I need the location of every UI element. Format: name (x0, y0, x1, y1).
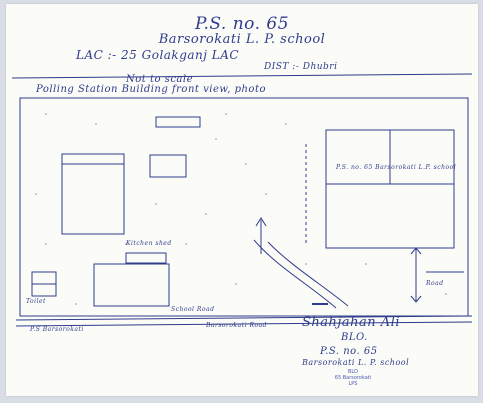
stamp-line-2: 65 Barsorokati (334, 375, 372, 381)
footer-school: Barsorokati L. P. school (302, 358, 410, 367)
stamp-line-1: BLO (348, 369, 358, 375)
ps-number-heading: P.S. no. 65 (194, 14, 290, 34)
path-line-1 (253, 239, 337, 309)
road2-label: Barsorokati Road (206, 322, 268, 329)
lac-heading: LAC :- 25 Golakganj LAC (76, 48, 240, 62)
right-arrow-head-down (410, 295, 422, 303)
path-line-2 (267, 241, 349, 307)
header-underline (11, 73, 473, 79)
main-building-label: P.S. no. 65 Barsorokati L.P. school (336, 164, 457, 171)
hand-drawn-map (11, 73, 473, 327)
arrow-head (255, 217, 267, 227)
bottom-left-label: P.S Barsorokati (30, 326, 84, 333)
drawing-title: Polling Station Building front view, pho… (36, 84, 266, 95)
left-building (61, 153, 125, 235)
kitchen-label: Kitchen shed (126, 240, 172, 247)
top-small-box (155, 116, 201, 128)
compound-boundary (19, 97, 469, 317)
left-block (149, 154, 187, 178)
blo-designation: BLO. (341, 332, 368, 343)
road-line-1 (15, 315, 473, 321)
road-line-2 (15, 321, 473, 327)
stamp-line-3: LPS (348, 381, 358, 387)
toilet-left-label: Toilet (26, 298, 46, 305)
right-arrow-head-up (410, 247, 422, 255)
middle-box (93, 263, 170, 307)
footer-ps-number: P.S. no. 65 (320, 346, 378, 357)
district-heading: DIST :- Dhubri (264, 62, 338, 72)
map-label: Not to scale (126, 74, 193, 85)
document-sheet: P.S. no. 65 Barsorokati L. P. school LAC… (6, 4, 478, 396)
school-name-heading: Barsorokati L. P. school (158, 32, 326, 47)
road-right-label: Road (426, 280, 444, 287)
road-label: School Road (171, 306, 215, 313)
middle-top-box (125, 252, 167, 264)
official-stamp: BLO 65 Barsorokati LPS (324, 369, 382, 391)
blo-signature: Shahjahan Ali (302, 315, 401, 330)
